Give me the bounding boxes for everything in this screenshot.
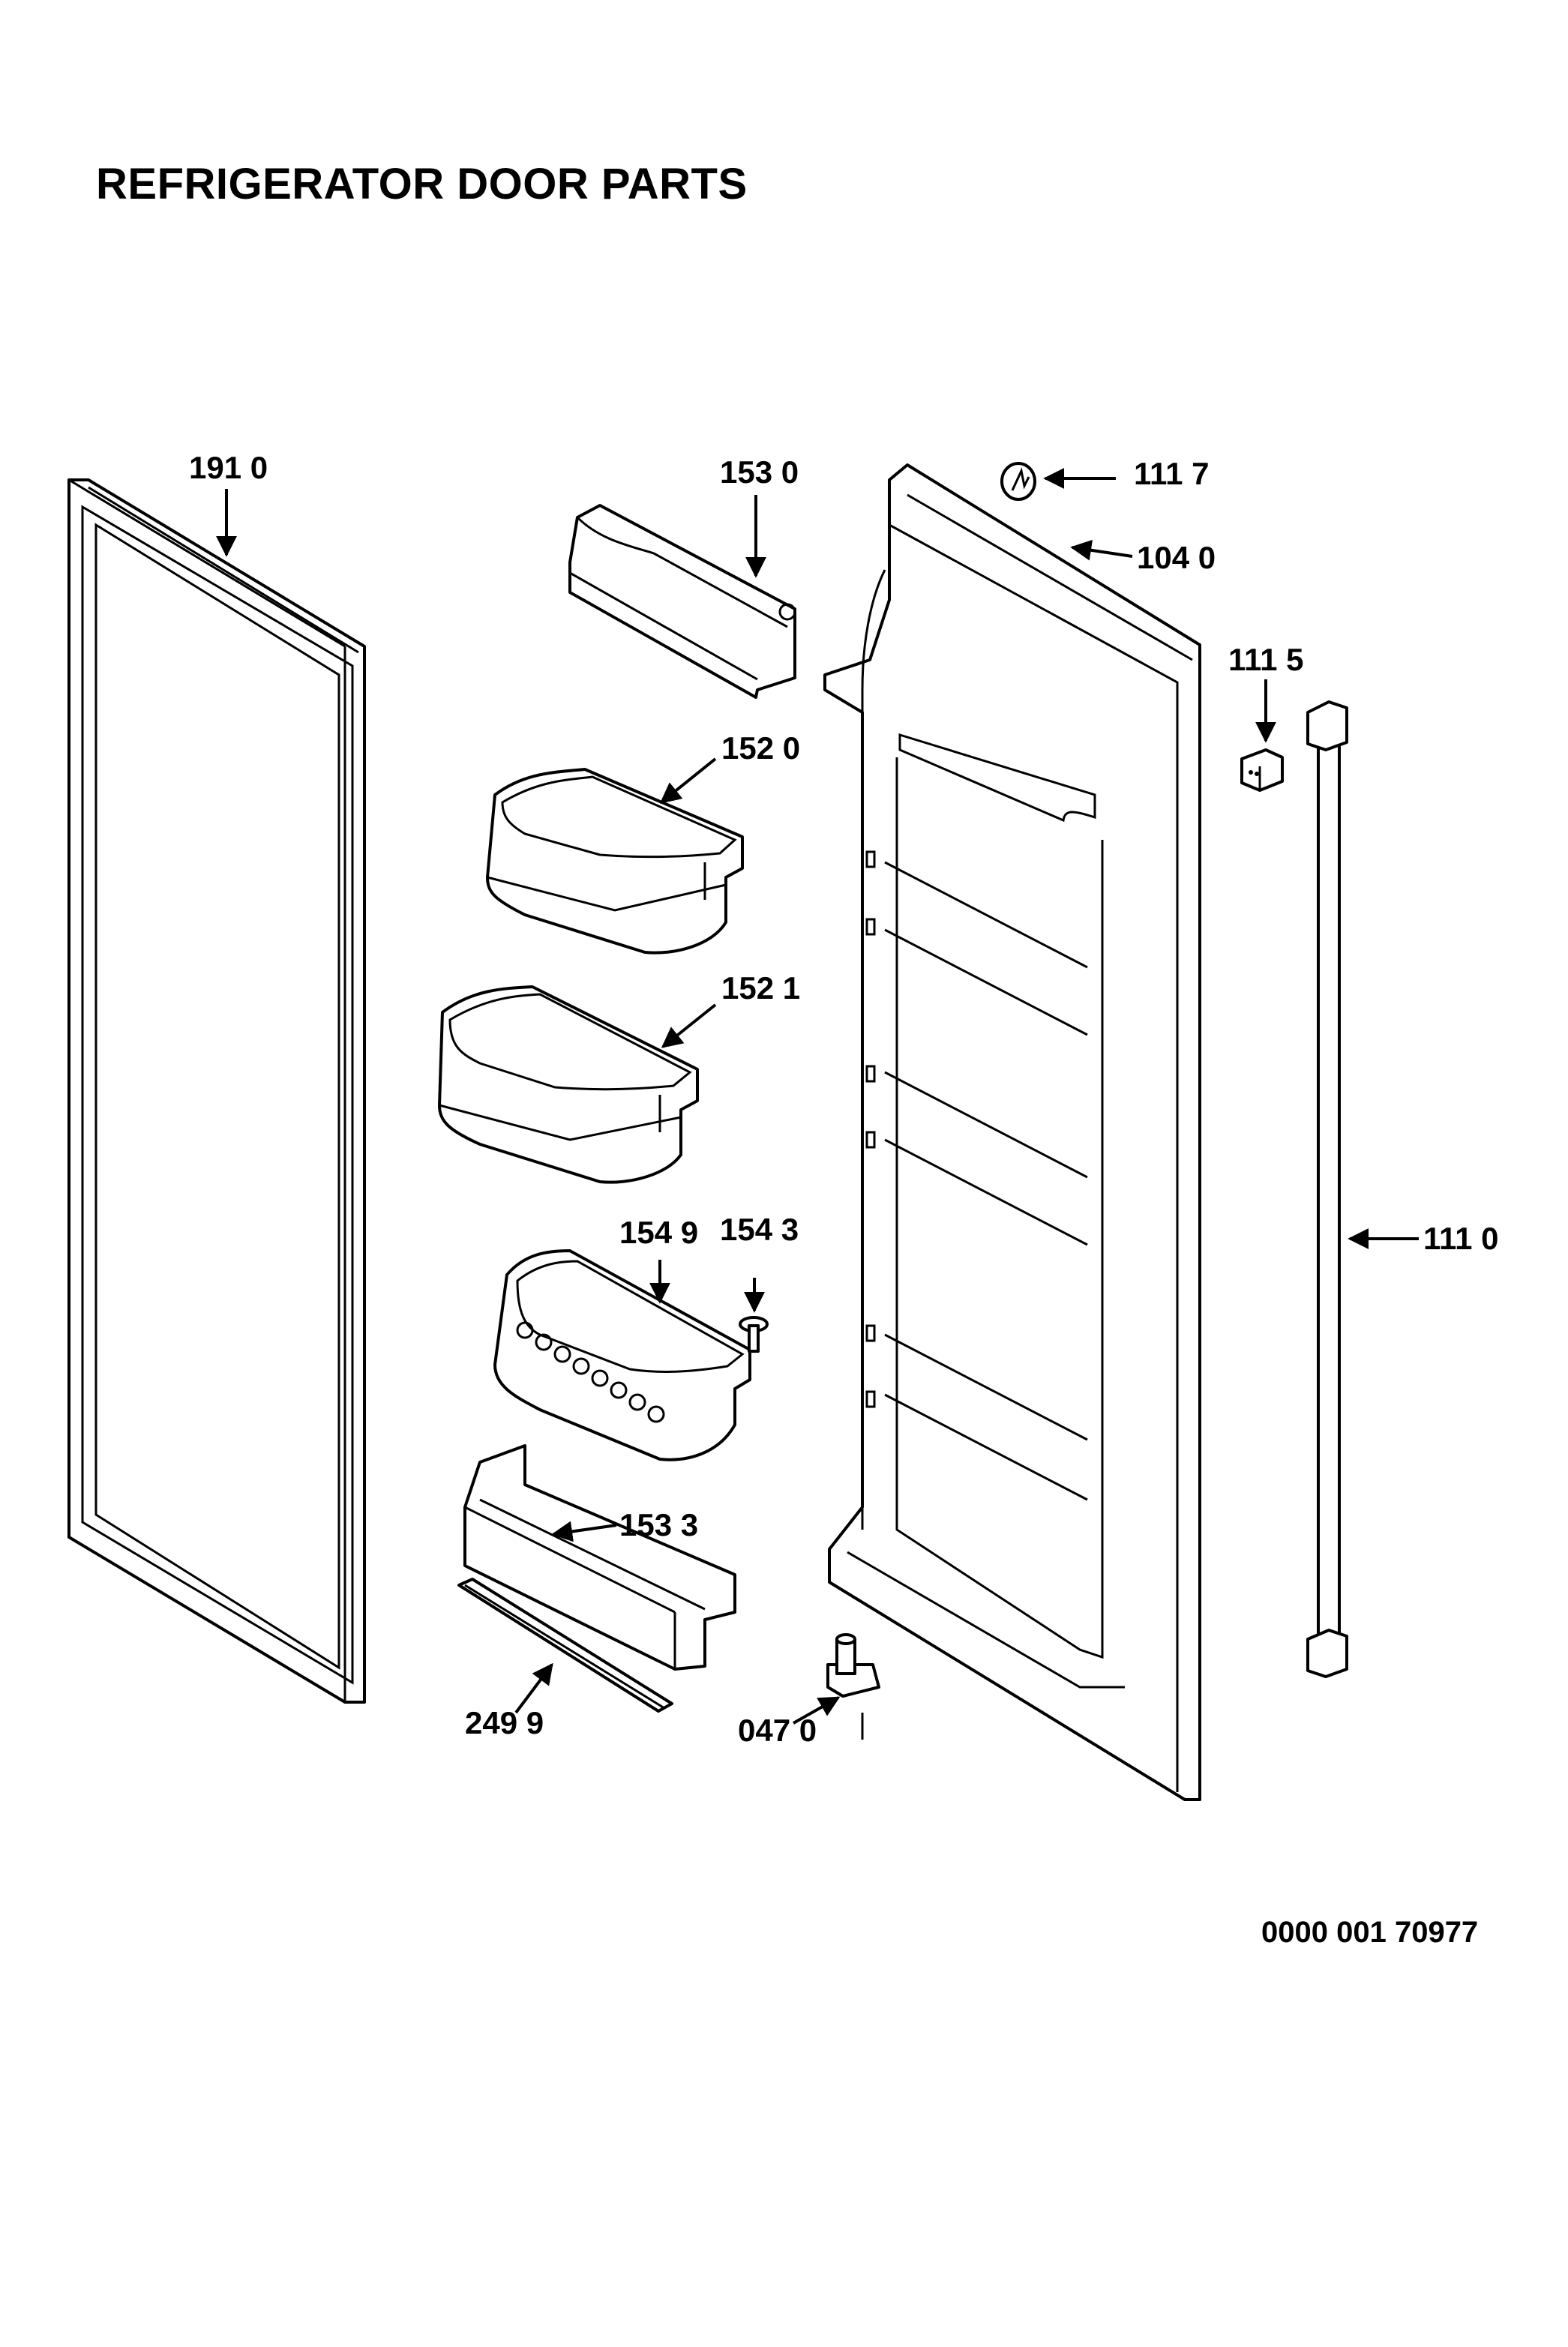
label-trim-strip: 249 9 [465, 1705, 544, 1740]
door-gasket-part [67, 478, 366, 1704]
leader-lines [216, 468, 1419, 1725]
label-small-bracket: 111 5 [1228, 642, 1303, 677]
label-shelf-cover: 153 0 [720, 454, 799, 490]
label-door-liner: 104 0 [1137, 540, 1216, 575]
label-gasket: 191 0 [189, 450, 268, 485]
screw-part [739, 1316, 769, 1353]
shelf-slots [865, 850, 876, 1408]
label-egg-bin: 154 9 [619, 1215, 698, 1250]
trim-strip-part [457, 1578, 673, 1713]
cover-badge-part [1000, 462, 1036, 501]
label-cover-badge: 111 7 [1134, 456, 1209, 491]
label-bottle-bin: 153 3 [619, 1507, 698, 1542]
small-bracket-part [1240, 748, 1284, 792]
egg-holder-row [516, 1321, 665, 1423]
page-title: REFRIGERATOR DOOR PARTS [96, 160, 748, 208]
document-number: 0000 001 70977 [1261, 1916, 1478, 1949]
door-handle-part [1306, 700, 1348, 1678]
label-door-bin-upper: 152 0 [721, 730, 800, 766]
label-door-bin-lower: 152 1 [721, 970, 800, 1006]
door-bin-lower-part [438, 985, 699, 1184]
bottle-bin-part [463, 1444, 736, 1671]
label-handle: 111 0 [1423, 1221, 1498, 1256]
door-bin-upper-part [486, 768, 744, 955]
egg-bin-part [493, 1249, 751, 1461]
shelf-cover-part [568, 504, 796, 699]
label-screw: 154 3 [720, 1212, 799, 1247]
hinge-pin-part [826, 1633, 880, 1740]
door-liner-part [823, 463, 1201, 1801]
label-hinge-pin: 047 0 [738, 1713, 817, 1748]
shelf-rails [884, 861, 1088, 1501]
